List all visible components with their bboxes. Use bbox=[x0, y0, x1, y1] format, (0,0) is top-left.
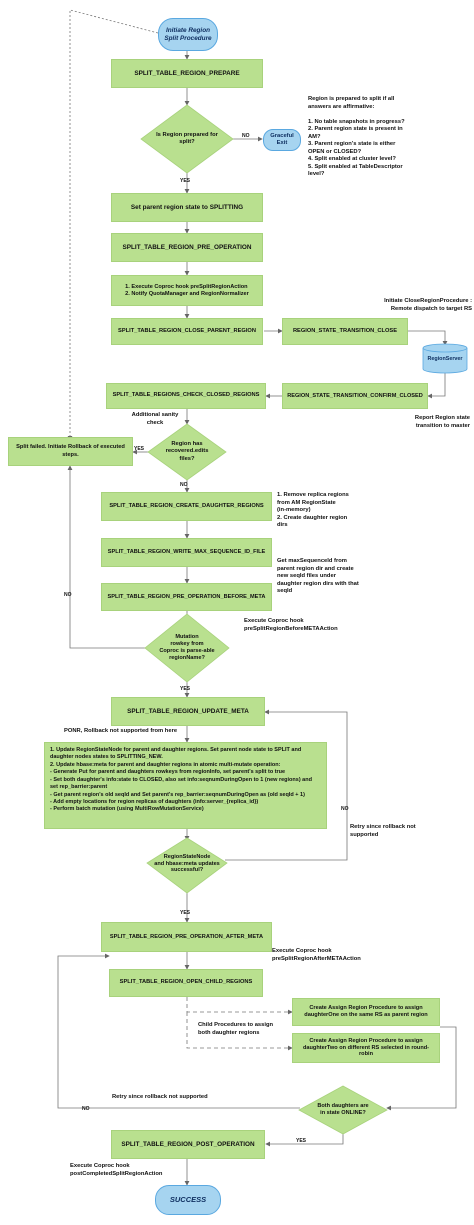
decision-online-text: Both daughters are in state ONLINE? bbox=[317, 1103, 369, 1116]
step-set-splitting: Set parent region state to SPLITTING bbox=[111, 193, 263, 222]
arrow-transition-rs bbox=[408, 330, 448, 346]
note-coproc-after-meta: Execute Coproc hook preSplitRegionAfterM… bbox=[272, 948, 361, 962]
regionserver-label: RegionServer bbox=[427, 355, 463, 362]
label-yes-prepared: YES bbox=[180, 178, 191, 184]
step-meta-details: 1. Update RegionStateNode for parent and… bbox=[44, 742, 327, 829]
label-no-prepared: NO bbox=[242, 133, 250, 139]
arrow-online-no-retry bbox=[57, 953, 300, 1109]
note-remove-replicas: 1. Remove replica regions from AM Region… bbox=[277, 492, 349, 529]
step-transition-confirm: REGION_STATE_TRANSITION_CONFIRM_CLOSED bbox=[282, 383, 428, 409]
note-retry-right: Retry since rollback not supported bbox=[350, 824, 416, 838]
note-coproc-post: Execute Coproc hook postCompletedSplitRe… bbox=[70, 1163, 163, 1177]
step-write-max-seq: SPLIT_TABLE_REGION_WRITE_MAX_SEQUENCE_ID… bbox=[101, 538, 272, 567]
decision-meta-text: RegionStateNode and hbase:meta updates s… bbox=[154, 853, 220, 874]
step-assign-two: Create Assign Region Procedure to assign… bbox=[292, 1033, 440, 1063]
decision-recovered-text: Region has recovered.edits files? bbox=[165, 441, 209, 462]
start-line2: Split Procedure bbox=[164, 34, 212, 42]
decision-diamond-meta bbox=[146, 837, 228, 894]
decision-diamond-recovered bbox=[147, 423, 227, 481]
step-prepare: SPLIT_TABLE_REGION_PREPARE bbox=[111, 59, 263, 88]
note-child-procedures: Child Procedures to assign both daughter… bbox=[198, 1022, 274, 1036]
step-transition-close: REGION_STATE_TRANSITION_CLOSE bbox=[282, 318, 408, 345]
decision-diamond-prepared bbox=[140, 104, 234, 174]
step-pre-operation: SPLIT_TABLE_REGION_PRE_OPERATION bbox=[111, 233, 263, 262]
label-yes-mutation: YES bbox=[180, 686, 191, 692]
note-max-seq: Get maxSequenceId from parent region dir… bbox=[277, 558, 359, 595]
step-check-closed: SPLIT_TABLE_REGIONS_CHECK_CLOSED_REGIONS bbox=[106, 383, 266, 409]
step-close-parent: SPLIT_TABLE_REGION_CLOSE_PARENT_REGION bbox=[111, 318, 263, 345]
arrow-mutation-no-failed bbox=[67, 465, 148, 649]
note-report-state: Report Region state transition to master bbox=[414, 415, 470, 429]
step-pre-before-meta: SPLIT_TABLE_REGION_PRE_OPERATION_BEFORE_… bbox=[101, 583, 272, 611]
success-node: SUCCESS bbox=[155, 1185, 221, 1215]
label-yes-meta: YES bbox=[180, 910, 191, 916]
note-prepared-conditions: Region is prepared to split if all answe… bbox=[308, 96, 405, 178]
start-loop-dashed bbox=[67, 9, 159, 441]
decision-diamond-mutation bbox=[144, 613, 230, 683]
start-line1: Initiate Region bbox=[165, 26, 210, 34]
label-no-mutation: NO bbox=[64, 592, 72, 598]
decision-prepared-text: Is Region prepared for split? bbox=[156, 131, 218, 145]
label-yes-recovered: YES bbox=[134, 446, 145, 452]
arrow-open-assign1 bbox=[186, 997, 293, 1015]
note-coproc-before-meta: Execute Coproc hook preSplitRegionBefore… bbox=[244, 618, 338, 632]
step-update-meta: SPLIT_TABLE_REGION_UPDATE_META bbox=[111, 697, 265, 726]
label-no-meta: NO bbox=[341, 806, 349, 812]
step-split-failed: Split failed. Initiate Rollback of execu… bbox=[8, 437, 133, 466]
step-assign-one: Create Assign Region Procedure to assign… bbox=[292, 998, 440, 1026]
decision-mutation-text: Mutation rowkey from Coproc is parse-abl… bbox=[159, 634, 215, 661]
label-no-recovered: NO bbox=[180, 482, 188, 488]
note-sanity-check: Additional sanity check bbox=[131, 412, 179, 426]
note-ponr: PONR, Rollback not supported from here bbox=[64, 728, 178, 734]
step-coproc-hook: 1. Execute Coproc hook preSplitRegionAct… bbox=[111, 275, 263, 306]
arrow-online-yes-post bbox=[265, 1132, 344, 1147]
arrow-open-assign2 bbox=[186, 1012, 293, 1051]
decision-diamond-online bbox=[298, 1085, 388, 1135]
step-post-operation: SPLIT_TABLE_REGION_POST_OPERATION bbox=[111, 1130, 265, 1159]
step-pre-after-meta: SPLIT_TABLE_REGION_PRE_OPERATION_AFTER_M… bbox=[101, 922, 272, 952]
graceful-exit-node: Graceful Exit bbox=[263, 129, 301, 151]
regionserver-cylinder bbox=[422, 343, 468, 374]
note-close-region-proc: Initiate CloseRegionProcedure : Remote d… bbox=[384, 298, 472, 312]
label-yes-online: YES bbox=[296, 1138, 307, 1144]
label-no-online: NO bbox=[82, 1106, 90, 1112]
step-open-children: SPLIT_TABLE_REGION_OPEN_CHILD_REGIONS bbox=[109, 969, 263, 997]
arrow-meta-no-retry bbox=[225, 709, 348, 861]
arrow-assign-online bbox=[386, 1026, 457, 1111]
note-retry-bottom: Retry since rollback not supported bbox=[112, 1094, 208, 1100]
step-create-daughters: SPLIT_TABLE_REGION_CREATE_DAUGHTER_REGIO… bbox=[101, 492, 272, 521]
arrow-rs-confirm bbox=[427, 372, 446, 399]
